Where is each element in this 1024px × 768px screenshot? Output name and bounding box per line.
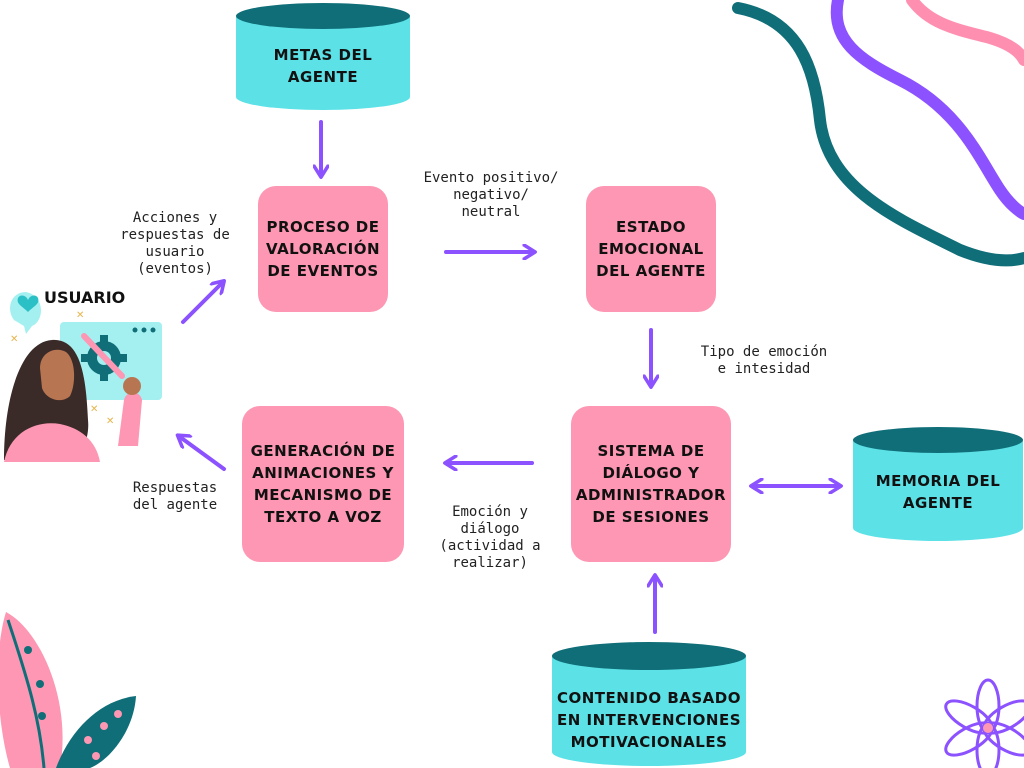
cylinder-contenido — [552, 642, 746, 766]
node-generacion-text: GENERACIÓN DE ANIMACIONES Y MECANISMO DE… — [250, 442, 396, 526]
node-memoria-text: MEMORIA DEL AGENTE — [875, 472, 1001, 512]
wave-pink — [906, 0, 1024, 66]
user-illustration: ✕ ✕ ✕ ✕ — [4, 292, 162, 462]
decorative-leaves — [0, 612, 136, 768]
node-estado-text: ESTADO EMOCIONAL DEL AGENTE — [596, 218, 706, 280]
cylinder-metas — [236, 3, 410, 110]
label-respuestas: Respuestas del agente — [132, 480, 218, 513]
node-metas-text: METAS DEL AGENTE — [273, 46, 373, 86]
node-sistema-text: SISTEMA DE DIÁLOGO Y ADMINISTRADOR DE SE… — [575, 442, 727, 526]
leaf-pink-vein — [6, 619, 46, 768]
arrow-generacion-to-usuario — [180, 437, 226, 471]
arrow-usuario-to-proceso — [181, 283, 222, 324]
wave-purple — [830, 0, 1024, 220]
wave-teal — [732, 2, 1024, 267]
decorative-waves — [732, 0, 1024, 267]
svg-text:✕: ✕ — [10, 334, 18, 345]
node-contenido-text: CONTENIDO BASADO EN INTERVENCIONES MOTIV… — [556, 689, 742, 751]
box-proceso — [258, 186, 388, 312]
svg-text:✕: ✕ — [90, 404, 98, 415]
label-emocion: Emoción y diálogo (actividad a realizar) — [439, 504, 541, 571]
svg-text:✕: ✕ — [76, 310, 84, 321]
wrench-icon — [81, 333, 125, 379]
box-sistema — [571, 406, 731, 562]
svg-text:✕: ✕ — [106, 416, 114, 427]
decorative-flower — [944, 678, 1024, 768]
box-generacion — [242, 406, 404, 562]
user-label: USUARIO — [44, 288, 126, 307]
label-tipo: Tipo de emoción e intesidad — [700, 344, 828, 377]
cylinder-memoria — [853, 427, 1023, 541]
label-evento: Evento positivo/ negativo/ neutral — [423, 170, 559, 220]
box-estado — [586, 186, 716, 312]
node-proceso-text: PROCESO DE VALORACIÓN DE EVENTOS — [265, 218, 381, 280]
label-acciones: Acciones y respuestas de usuario (evento… — [120, 210, 230, 277]
